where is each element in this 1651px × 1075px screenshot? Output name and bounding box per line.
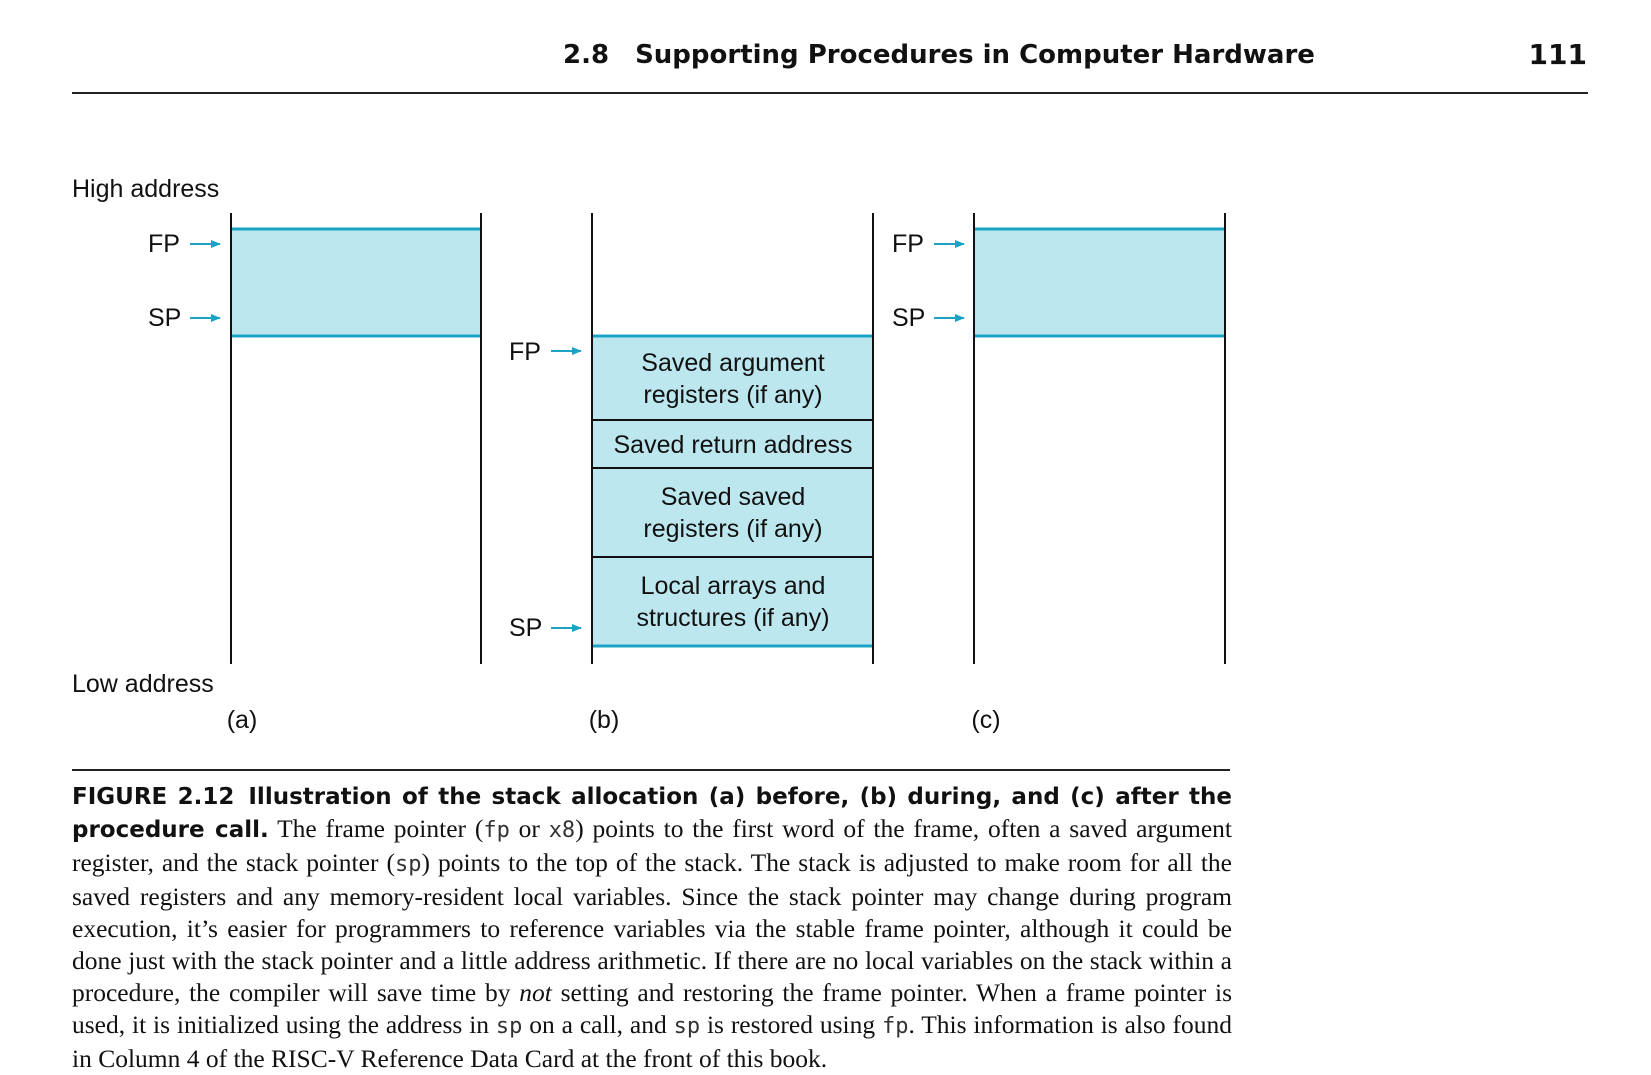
panel-c-label: (c) [971,706,1000,734]
frame-row-text: Local arrays and [641,572,826,600]
frame-row-text: Saved argument [641,349,825,377]
frame-row-text: Saved return address [613,431,852,459]
low-address-label: Low address [72,670,214,698]
caption-text: or [509,814,549,843]
emphasis-not: not [519,978,552,1007]
fp-label: FP [509,338,541,366]
callee-frame [592,336,873,646]
panel-b-label: (b) [589,706,620,734]
section-number: 2.8 [563,40,610,70]
frame-row-text: Saved saved [661,483,806,511]
frame-row-text: registers (if any) [643,381,822,409]
code-sp: sp [673,1014,701,1039]
caller-frame [974,229,1225,336]
code-fp: fp [881,1014,909,1039]
panel-b: Saved argument registers (if any) Saved … [509,213,874,734]
caption-text: on a call, and [522,1010,674,1039]
caption-text: The frame pointer ( [277,814,484,843]
fp-label: FP [892,230,924,258]
code-sp: sp [394,852,422,877]
panel-c: FP SP (c) [892,213,1226,734]
caller-frame [231,229,481,336]
sp-label: SP [892,304,925,332]
panel-a-label: (a) [227,706,258,734]
caption-text: . This information is also found in Colu… [72,1010,1233,1073]
section-title: Supporting Procedures in Computer Hardwa… [635,40,1315,70]
caption-rule [72,769,1230,771]
high-address-label: High address [72,175,219,203]
page-number: 111 [1528,38,1587,71]
frame-row-text: structures (if any) [636,604,829,632]
caption-label: FIGURE 2.12 [72,784,235,810]
running-header: 2.8 Supporting Procedures in Computer Har… [563,40,1315,70]
code-sp: sp [495,1014,523,1039]
caption-text: ) points to the first word of the frame,… [72,814,1232,877]
fp-label: FP [148,230,180,258]
caption-text: ) points to the top of the stack. The st… [72,848,1232,1007]
code-fp: fp [483,818,510,843]
sp-label: SP [509,614,542,642]
caption-text: setting and restoring the frame pointer.… [72,978,1232,1039]
stack-allocation-figure: High address Low address FP SP (a) Saved… [72,175,1226,734]
caption-title: Illustration of the stack allocation (a)… [72,784,1232,843]
sp-label: SP [148,304,181,332]
panel-a: FP SP (a) [148,213,482,734]
caption-text: is restored using [700,1010,882,1039]
frame-row-text: registers (if any) [643,515,822,543]
code-x8: x8 [548,818,576,843]
header-rule [72,92,1588,94]
